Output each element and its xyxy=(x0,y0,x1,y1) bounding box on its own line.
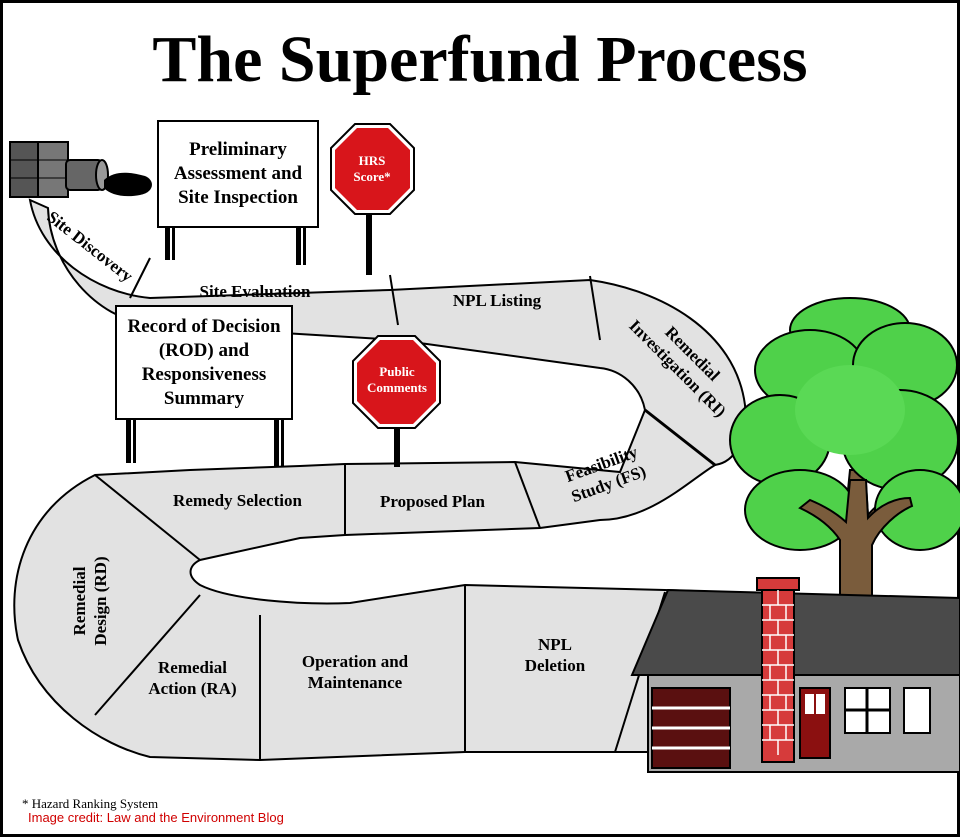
label-line: Remedial xyxy=(158,658,227,677)
label-line: Remedial xyxy=(70,566,89,636)
sign-line: Summary xyxy=(163,387,245,409)
stop-line: HRS xyxy=(358,153,386,168)
sign-line: (ROD) and xyxy=(158,339,250,361)
sign-line: Responsiveness xyxy=(141,363,267,385)
hrs-stop-sign-icon xyxy=(330,123,415,215)
label-line: Maintenance xyxy=(307,673,403,692)
public-stop-sign-icon xyxy=(352,335,441,429)
sign-posts xyxy=(126,215,400,467)
page-title: The Superfund Process xyxy=(152,23,808,96)
sign-line: Record of Decision xyxy=(127,315,281,337)
sign-line: Site Inspection xyxy=(178,187,298,208)
operation-maintenance-label: Operation and Maintenance xyxy=(285,651,425,693)
label-line: Deletion xyxy=(524,656,586,675)
npl-deletion-label: NPL Deletion xyxy=(500,634,610,676)
stop-line: Public xyxy=(379,364,415,379)
footnote: * Hazard Ranking System xyxy=(22,796,159,811)
npl-listing-label: NPL Listing xyxy=(452,291,542,310)
remedy-selection-label: Remedy Selection xyxy=(173,491,302,510)
remedial-action-label: Remedial Action (RA) xyxy=(135,657,250,699)
waste-barrels-icon xyxy=(9,141,152,198)
label-line: Action (RA) xyxy=(148,679,237,698)
preliminary-assessment-sign: Preliminary Assessment and Site Inspecti… xyxy=(157,120,319,228)
sign-line: Preliminary xyxy=(189,139,287,160)
public-stop-sign-label: Public Comments xyxy=(358,364,436,396)
remedial-design-label: Remedial Design (RD) xyxy=(69,536,111,666)
label-line: Operation and xyxy=(301,652,409,671)
image-credit: Image credit: Law and the Environment Bl… xyxy=(28,810,284,825)
hrs-stop-sign-label: HRS Score* xyxy=(342,153,402,185)
tree-icon xyxy=(729,297,960,601)
proposed-plan-label: Proposed Plan xyxy=(379,492,485,511)
house-icon xyxy=(630,577,960,773)
stop-line: Comments xyxy=(367,380,427,395)
sign-line: Assessment and xyxy=(173,163,303,184)
stop-line: Score* xyxy=(353,169,391,184)
record-of-decision-sign: Record of Decision (ROD) and Responsiven… xyxy=(115,305,293,420)
label-line: Design (RD) xyxy=(91,556,110,646)
label-line: NPL xyxy=(538,635,572,654)
site-evaluation-label: Site Evaluation xyxy=(199,282,311,301)
